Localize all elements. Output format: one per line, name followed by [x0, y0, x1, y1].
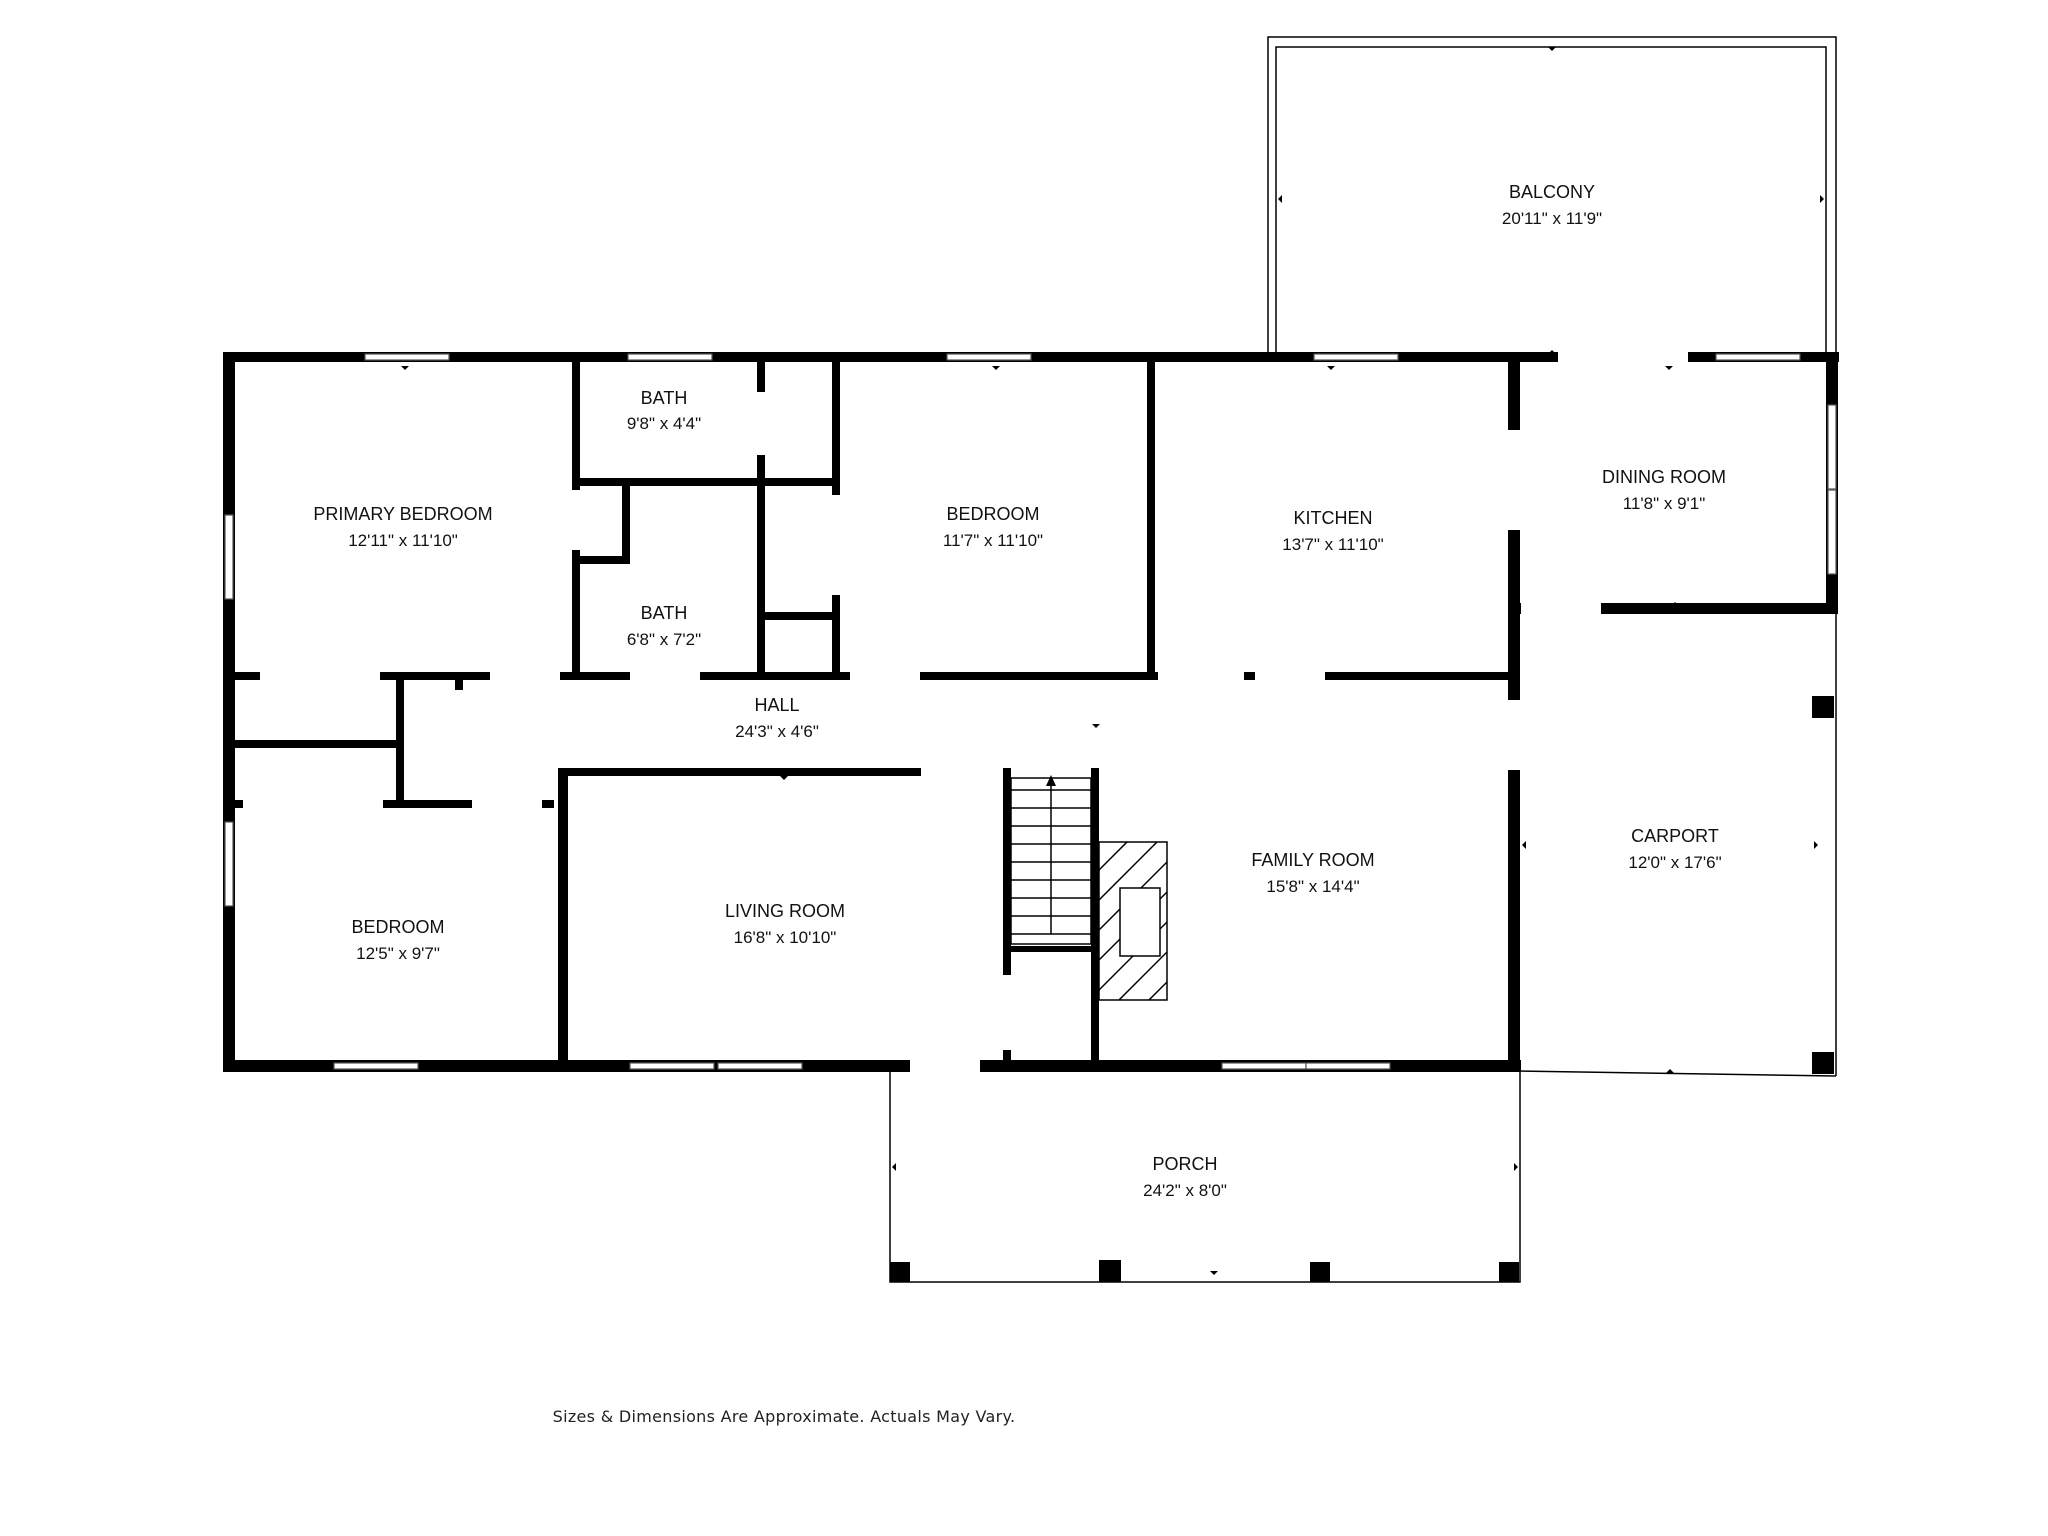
- svg-text:HALL: HALL: [754, 695, 799, 715]
- svg-text:12'0" x 17'6": 12'0" x 17'6": [1628, 853, 1721, 872]
- room-label-carport: CARPORT 12'0" x 17'6": [1628, 826, 1721, 872]
- svg-text:BATH: BATH: [641, 388, 688, 408]
- room-label-primary-bedroom: PRIMARY BEDROOM 12'11" x 11'10": [313, 504, 492, 550]
- room-label-family-room: FAMILY ROOM 15'8" x 14'4": [1251, 850, 1374, 896]
- exterior-walls: [223, 352, 1839, 1072]
- openings: [243, 350, 1688, 1074]
- svg-text:24'3" x 4'6": 24'3" x 4'6": [735, 722, 819, 741]
- room-label-dining-room: DINING ROOM 11'8" x 9'1": [1602, 467, 1726, 513]
- svg-text:24'2" x 8'0": 24'2" x 8'0": [1143, 1181, 1227, 1200]
- svg-text:9'8" x 4'4": 9'8" x 4'4": [627, 414, 701, 433]
- room-label-balcony: BALCONY 20'11" x 11'9": [1502, 182, 1602, 228]
- svg-text:12'5" x 9'7": 12'5" x 9'7": [356, 944, 440, 963]
- stair-arrow-icon: [1046, 775, 1056, 786]
- svg-text:BALCONY: BALCONY: [1509, 182, 1595, 202]
- svg-text:BATH: BATH: [641, 603, 688, 623]
- room-label-bath-lower: BATH 6'8" x 7'2": [627, 603, 701, 649]
- windows: [224, 353, 1837, 1070]
- svg-text:16'8" x 10'10": 16'8" x 10'10": [734, 928, 837, 947]
- svg-text:20'11" x 11'9": 20'11" x 11'9": [1502, 209, 1602, 228]
- svg-text:DINING ROOM: DINING ROOM: [1602, 467, 1726, 487]
- svg-text:BEDROOM: BEDROOM: [946, 504, 1039, 524]
- room-label-bath-upper: BATH 9'8" x 4'4": [627, 388, 701, 433]
- room-label-hall: HALL 24'3" x 4'6": [735, 695, 819, 741]
- svg-text:13'7" x 11'10": 13'7" x 11'10": [1282, 535, 1383, 554]
- svg-text:BEDROOM: BEDROOM: [351, 917, 444, 937]
- interior-walls: [223, 352, 1520, 1072]
- svg-text:11'7" x 11'10": 11'7" x 11'10": [943, 531, 1043, 550]
- svg-text:11'8" x 9'1": 11'8" x 9'1": [1623, 494, 1706, 513]
- room-label-bedroom-bottom: BEDROOM 12'5" x 9'7": [351, 917, 444, 963]
- svg-text:6'8" x 7'2": 6'8" x 7'2": [627, 630, 701, 649]
- dimension-markers: [401, 47, 1824, 1275]
- svg-text:12'11" x 11'10": 12'11" x 11'10": [348, 531, 458, 550]
- svg-text:LIVING ROOM: LIVING ROOM: [725, 901, 845, 921]
- room-label-porch: PORCH 24'2" x 8'0": [1143, 1154, 1227, 1200]
- porch-outline: [889, 1070, 1521, 1283]
- svg-text:PORCH: PORCH: [1152, 1154, 1217, 1174]
- room-label-kitchen: KITCHEN 13'7" x 11'10": [1282, 508, 1383, 554]
- svg-text:CARPORT: CARPORT: [1631, 826, 1719, 846]
- room-label-living-room: LIVING ROOM 16'8" x 10'10": [725, 901, 845, 947]
- disclaimer-note: Sizes & Dimensions Are Approximate. Actu…: [552, 1407, 1016, 1426]
- svg-text:KITCHEN: KITCHEN: [1293, 508, 1372, 528]
- svg-text:FAMILY ROOM: FAMILY ROOM: [1251, 850, 1374, 870]
- carport-outline: [1519, 354, 1837, 1077]
- svg-text:PRIMARY BEDROOM: PRIMARY BEDROOM: [313, 504, 492, 524]
- fireplace: [1098, 841, 1168, 1001]
- room-label-bedroom-top: BEDROOM 11'7" x 11'10": [943, 504, 1043, 550]
- svg-text:15'8" x 14'4": 15'8" x 14'4": [1266, 877, 1359, 896]
- staircase: [1010, 775, 1092, 945]
